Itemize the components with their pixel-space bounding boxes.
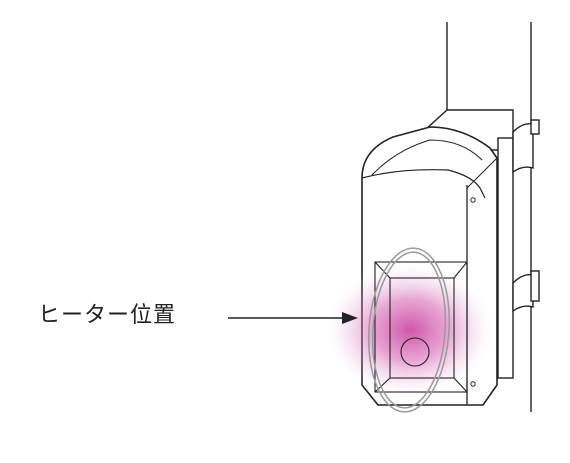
heater-glow [325, 262, 495, 398]
callout-arrow [228, 312, 358, 324]
lens-window [374, 261, 468, 393]
mounting-pole [446, 22, 532, 412]
pole-clamp-upper [512, 119, 540, 174]
pole-clamp-lower [512, 270, 540, 313]
heater-position-label: ヒーター位置 [38, 303, 177, 328]
heater-highlight-ellipse [367, 247, 451, 413]
